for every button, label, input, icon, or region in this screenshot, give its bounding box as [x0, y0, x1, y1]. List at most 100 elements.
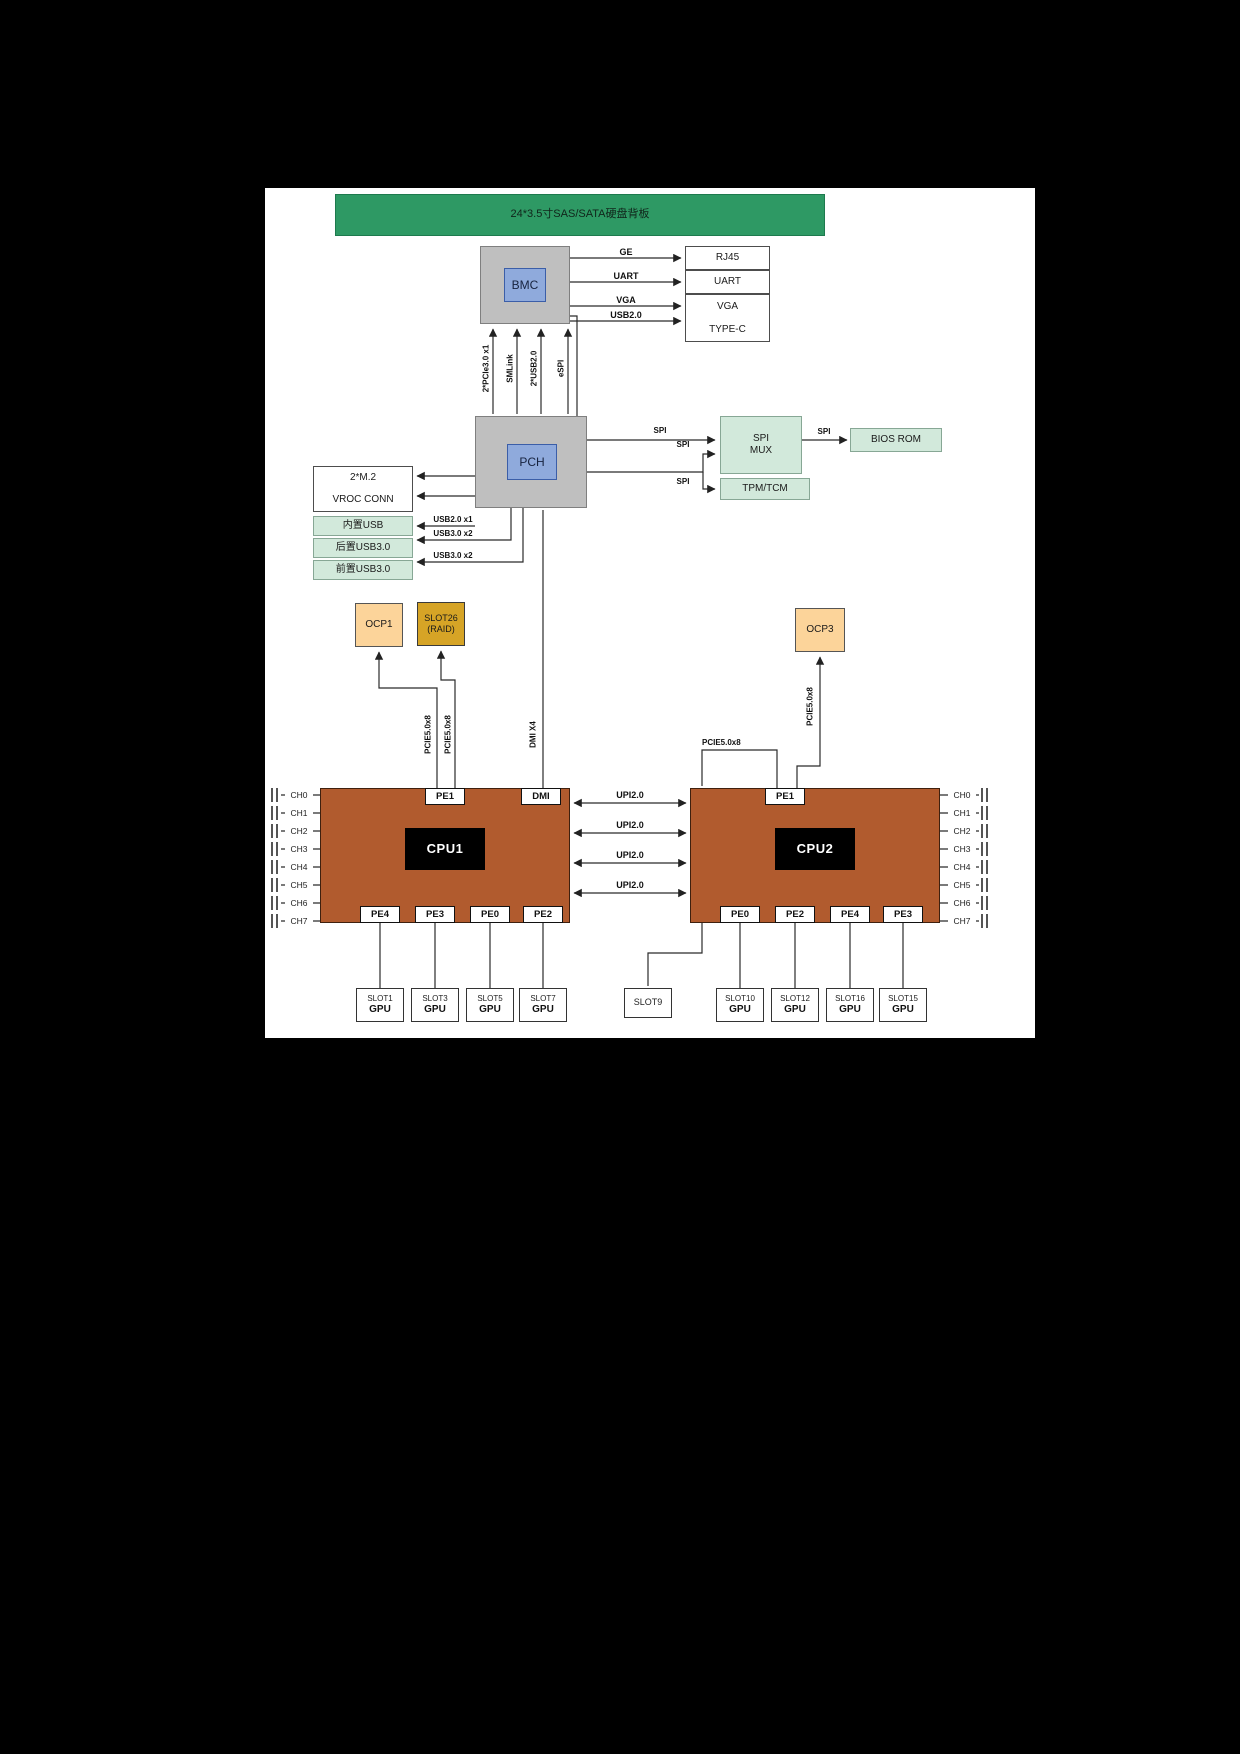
vroc-conn-label: VROC CONN — [332, 494, 394, 505]
slot3-gpu-label: GPU — [424, 1004, 446, 1016]
slot16-label: SLOT16 — [835, 993, 865, 1003]
ocp1-block: OCP1 — [355, 603, 403, 647]
cpu1-channel-ch5: CH5 — [285, 879, 313, 891]
cpu2-channel-ch7: CH7 — [948, 915, 976, 927]
slot1-gpu-block: SLOT1 GPU — [356, 988, 404, 1022]
bios-rom-block: BIOS ROM — [850, 428, 942, 452]
bios-rom-label: BIOS ROM — [870, 434, 921, 445]
cpu2-channel-ch4: CH4 — [948, 861, 976, 873]
usb30-x2-front-label: USB3.0 x2 — [433, 551, 473, 560]
pch-label: PCH — [519, 454, 545, 469]
m2-vroc-block: 2*M.2 VROC CONN — [313, 466, 413, 512]
rear-usb3-block: 后置USB3.0 — [313, 538, 413, 558]
tpm-tcm-block: TPM/TCM — [720, 478, 810, 500]
pcie30-link-label: 2*PCIe3.0 x1 — [481, 344, 491, 393]
usb30-x2-rear-label: USB3.0 x2 — [433, 529, 473, 538]
cpu1-channel-ch2: CH2 — [285, 825, 313, 837]
type-c-label: TYPE-C — [709, 323, 746, 335]
internal-usb-block: 内置USB — [313, 516, 413, 536]
slot9-block: SLOT9 — [624, 988, 672, 1018]
cpu2-pe3-port: PE3 — [883, 906, 923, 923]
cpu2-channel-ch5: CH5 — [948, 879, 976, 891]
slot7-label: SLOT7 — [530, 993, 556, 1003]
cpu2-channel-ch0: CH0 — [948, 789, 976, 801]
slot7-gpu-label: GPU — [532, 1004, 554, 1016]
slot5-gpu-label: GPU — [479, 1004, 501, 1016]
cpu1-pe2-port: PE2 — [523, 906, 563, 923]
cpu1-channel-ch4: CH4 — [285, 861, 313, 873]
sas-sata-backplane-block: 24*3.5寸SAS/SATA硬盘背板 — [335, 194, 825, 236]
cpu2-channel-ch3: CH3 — [948, 843, 976, 855]
upi-link-3-label: UPI2.0 — [616, 850, 644, 860]
spi-label-pch-tpm: SPI — [676, 477, 690, 486]
cpu1-label: CPU1 — [426, 841, 464, 857]
pcie5x8-slot26-label: PCIE5.0x8 — [443, 715, 453, 754]
spi-mux-block: SPI MUX — [720, 416, 802, 474]
slot5-gpu-block: SLOT5 GPU — [466, 988, 514, 1022]
smlink-link-label: SMLink — [505, 354, 515, 383]
slot26-raid-block: SLOT26 (RAID) — [417, 602, 465, 646]
slot16-gpu-block: SLOT16 GPU — [826, 988, 874, 1022]
spi-label-bmc-mux: SPI — [653, 426, 667, 435]
slot15-gpu-block: SLOT15 GPU — [879, 988, 927, 1022]
cpu1-channel-ch3: CH3 — [285, 843, 313, 855]
bmc-module-block — [480, 246, 570, 324]
slot1-label: SLOT1 — [367, 993, 393, 1003]
cpu2-core: CPU2 — [775, 828, 855, 870]
upi-link-4-label: UPI2.0 — [616, 880, 644, 890]
ocp1-label: OCP1 — [365, 619, 393, 630]
upi-link-2-label: UPI2.0 — [616, 820, 644, 830]
slot26-raid-label: (RAID) — [427, 624, 455, 634]
uart-label: UART — [713, 276, 742, 287]
slot7-gpu-block: SLOT7 GPU — [519, 988, 567, 1022]
cpu1-channel-ch7: CH7 — [285, 915, 313, 927]
spi-mux-line2: MUX — [749, 445, 773, 456]
slot10-gpu-block: SLOT10 GPU — [716, 988, 764, 1022]
pch-chip: PCH — [507, 444, 557, 480]
bmc-label: BMC — [511, 277, 539, 292]
ge-link-label: GE — [619, 247, 633, 257]
cpu1-pe1-port: PE1 — [425, 788, 465, 805]
slot12-gpu-block: SLOT12 GPU — [771, 988, 819, 1022]
tpm-tcm-label: TPM/TCM — [742, 483, 788, 494]
pcie5x8-ocp1-label: PCIE5.0x8 — [423, 715, 433, 754]
diagram-canvas: 24*3.5寸SAS/SATA硬盘背板 BMC RJ45 UART VGA TY… — [265, 188, 1035, 1038]
vga-link-label: VGA — [616, 295, 636, 305]
vga-label: VGA — [716, 300, 739, 312]
usb20-x2-link-label: 2*USB2.0 — [529, 350, 539, 387]
m2-label: 2*M.2 — [349, 472, 377, 483]
espi-link-label: eSPI — [556, 359, 566, 378]
cpu1-core: CPU1 — [405, 828, 485, 870]
cpu2-pe2-port: PE2 — [775, 906, 815, 923]
ocp3-label: OCP3 — [806, 624, 834, 635]
slot15-gpu-label: GPU — [892, 1004, 914, 1016]
cpu2-pe0-port: PE0 — [720, 906, 760, 923]
cpu1-channel-ch6: CH6 — [285, 897, 313, 909]
rj45-port: RJ45 — [685, 246, 770, 270]
usb20-x1-label: USB2.0 x1 — [433, 515, 473, 524]
slot12-gpu-label: GPU — [784, 1004, 806, 1016]
slot26-label: SLOT26 — [424, 613, 458, 624]
rj45-label: RJ45 — [715, 252, 740, 263]
front-usb3-label: 前置USB3.0 — [335, 564, 391, 575]
internal-usb-label: 内置USB — [342, 520, 384, 531]
cpu1-channel-ch0: CH0 — [285, 789, 313, 801]
slot3-label: SLOT3 — [422, 993, 448, 1003]
cpu2-channel-ch1: CH1 — [948, 807, 976, 819]
cpu2-channel-ch2: CH2 — [948, 825, 976, 837]
slot15-label: SLOT15 — [888, 993, 918, 1003]
pcie5x8-cpu2-label: PCIE5.0x8 — [702, 738, 741, 747]
spi-label-pch-mux: SPI — [676, 440, 690, 449]
rear-usb3-label: 后置USB3.0 — [335, 542, 391, 553]
bmc-chip: BMC — [504, 268, 546, 302]
cpu2-pe1-port: PE1 — [765, 788, 805, 805]
slot9-label: SLOT9 — [633, 997, 663, 1008]
slot16-gpu-label: GPU — [839, 1004, 861, 1016]
front-usb3-block: 前置USB3.0 — [313, 560, 413, 580]
cpu2-pe4-port: PE4 — [830, 906, 870, 923]
spi-mux-line1: SPI — [752, 433, 770, 444]
uart-link-label: UART — [613, 271, 639, 281]
uart-port: UART — [685, 270, 770, 294]
cpu1-channel-ch1: CH1 — [285, 807, 313, 819]
